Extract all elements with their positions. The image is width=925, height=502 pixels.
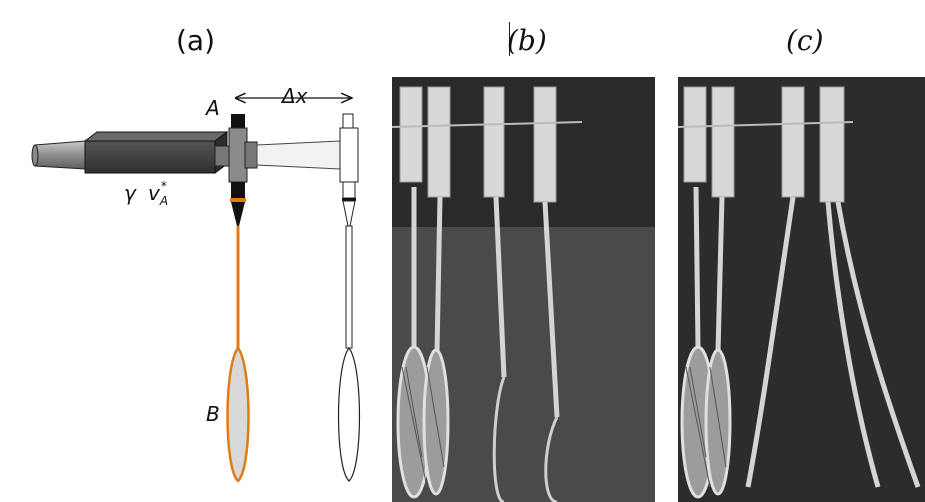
photo-panel-b [392,77,655,502]
panel-c-label: (c) [786,24,824,57]
velocity-label: v*A [148,179,174,208]
shaft [256,140,341,170]
photo-b-scene [392,77,655,502]
photo-panel-c [678,77,925,502]
racket-displaced [337,113,361,482]
point-a-label: A [206,96,220,120]
velocity-symbol: v [148,181,160,205]
gamma-label: γ [124,181,136,205]
clamp-a [228,114,258,226]
photo-c-scene [678,77,925,502]
text-cursor [509,22,510,56]
delta-x-label: Δx [282,84,308,108]
racket-original [226,226,250,483]
actuator [31,131,230,174]
panel-a-label: (a) [176,24,216,57]
panel-b-label: (b) [507,24,547,57]
velocity-superscript: * [160,179,167,193]
velocity-subscript: A [159,194,169,208]
point-b-label: B [206,402,220,426]
